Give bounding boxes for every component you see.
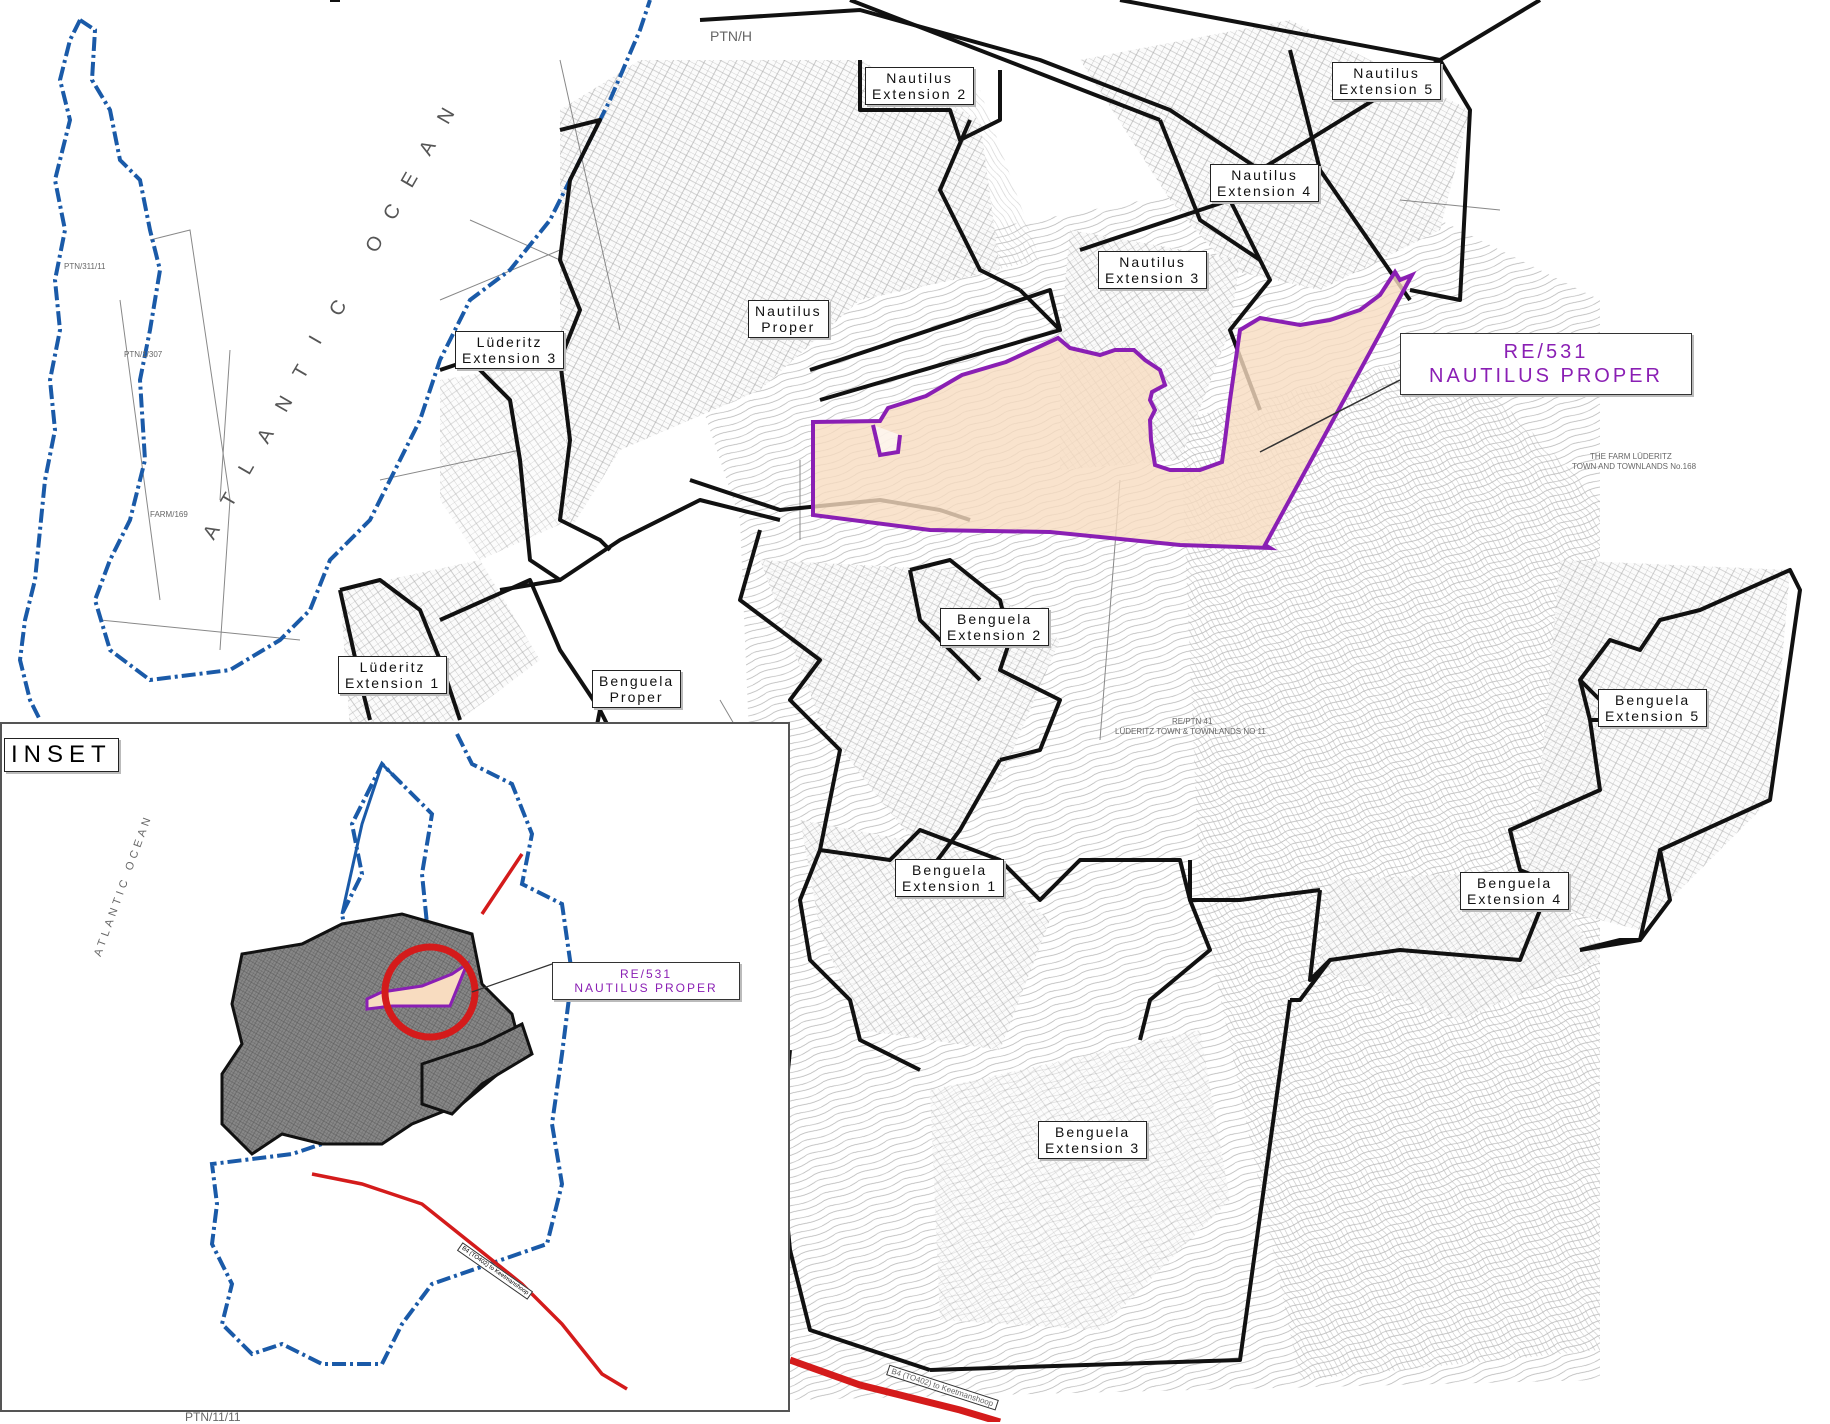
site-callout: RE/531 NAUTILUS PROPER	[1400, 333, 1692, 395]
inset-map	[209, 733, 628, 1391]
ocean-letter: A	[198, 519, 226, 544]
parcel-town-townlands-168: TOWN AND TOWNLANDS No.168	[1572, 462, 1697, 471]
parcel-ptn-h: PTN/H	[710, 28, 752, 44]
inset-site-circle	[381, 943, 479, 1041]
inset-site-polygon	[365, 960, 471, 1011]
inset-road-south	[311, 1172, 628, 1391]
ocean-letter: E	[396, 167, 424, 192]
ocean-letter: A	[414, 135, 442, 160]
inset-callout-line1: RE/531	[619, 967, 673, 981]
road-b4	[788, 1356, 1002, 1422]
inset-town-east	[420, 1021, 534, 1116]
inset-road-north	[480, 853, 524, 915]
inset-callout-leader	[471, 963, 553, 993]
site-callout-line1: RE/531	[1503, 341, 1589, 363]
parcel-ptn-bottom: PTN/11/11	[185, 1410, 241, 1424]
parcel-re-ptn-41: RE/PTN 41	[1172, 717, 1213, 726]
parcel-ptn-1307: PTN/1/307	[124, 350, 163, 359]
site-callout-leader	[1259, 379, 1401, 453]
ocean-letter: I	[304, 330, 328, 349]
parcel-farm-169: FARM/169	[150, 510, 188, 519]
ocean-letter: T	[288, 359, 315, 383]
site-callout-line2: NAUTILUS PROPER	[1429, 365, 1663, 387]
ocean-letter: C	[379, 198, 407, 224]
site-notch	[871, 424, 902, 458]
ocean-letter: N	[271, 390, 299, 416]
inset-callout: RE/531 NAUTILUS PROPER	[552, 962, 740, 1000]
ocean-letter: A	[252, 423, 280, 448]
ocean-letter: C	[325, 294, 353, 320]
inset-title: INSET	[4, 738, 119, 772]
inset-coast	[340, 761, 404, 915]
site-re531-polygon	[811, 268, 1417, 551]
inset-boundary	[209, 733, 575, 1366]
parcel-farm-luderitz: THE FARM LÜDERITZ	[1590, 452, 1672, 461]
inset-callout-line2: NAUTILUS PROPER	[574, 981, 718, 995]
ocean-letter: L	[234, 456, 260, 479]
ocean-letter: T	[216, 487, 243, 511]
parcel-ptn-311: PTN/311/11	[64, 262, 106, 271]
coastline	[78, 0, 652, 683]
parcel-luderitz-town-11: LÜDERITZ TOWN & TOWNLANDS NO 11	[1115, 727, 1266, 736]
ocean-letter: O	[361, 230, 390, 257]
ocean-label: A T L A N T I C O C E A N	[185, 103, 485, 550]
inset-town	[220, 912, 524, 1156]
coastline-west	[17, 19, 82, 721]
inset-panel: INSET RE/531 NAUTILUS PROPER ATLANTIC OC…	[0, 722, 790, 1412]
cadastral-lines	[99, 59, 1501, 821]
